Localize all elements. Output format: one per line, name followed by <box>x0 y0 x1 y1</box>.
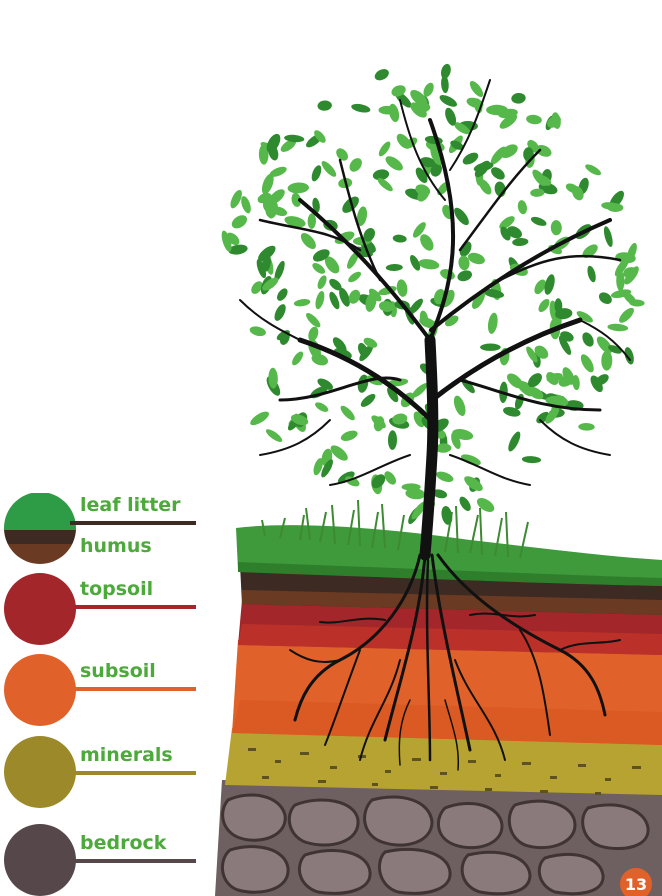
leaf <box>418 258 440 271</box>
page-number: 13 <box>625 875 647 894</box>
leaf <box>438 93 459 109</box>
leaf <box>334 146 351 163</box>
leaf <box>486 105 508 115</box>
leaf <box>392 234 407 243</box>
minerals-swatch <box>4 736 76 808</box>
leaf <box>346 270 362 284</box>
leaf <box>536 297 551 314</box>
leaf <box>487 312 499 335</box>
leaf <box>511 92 526 104</box>
leaf <box>351 102 372 114</box>
leaf <box>229 213 249 232</box>
leaf <box>417 232 436 253</box>
leaf <box>386 264 403 272</box>
leaf <box>480 344 501 351</box>
leaf <box>311 261 327 276</box>
leaf <box>461 150 481 167</box>
leaf <box>439 63 452 80</box>
leaf <box>287 182 309 194</box>
leaf <box>457 495 473 513</box>
leaf <box>388 430 397 450</box>
leaf <box>248 409 271 428</box>
bedrock-label: bedrock <box>80 832 167 854</box>
leaf <box>617 305 637 325</box>
leaf <box>290 350 305 367</box>
leaf <box>475 495 497 515</box>
subsoil-swatch <box>4 654 76 726</box>
leaf <box>623 346 636 365</box>
legend: leaf litter humus topsoil subsoil minera… <box>4 492 196 896</box>
leaf <box>551 220 563 236</box>
leaf <box>275 286 290 302</box>
leaf <box>239 195 253 215</box>
leaf <box>440 505 454 526</box>
leaf <box>530 215 548 228</box>
leaf <box>377 140 393 158</box>
leaf-litter-humus-swatch <box>4 492 76 564</box>
leaf <box>272 302 288 322</box>
leaf <box>435 470 455 485</box>
leaf <box>359 392 378 410</box>
leaf <box>602 225 614 247</box>
leaf <box>517 199 529 215</box>
humus-label: humus <box>80 535 152 557</box>
leaf <box>307 213 316 229</box>
leaf <box>298 230 318 251</box>
leaf <box>307 325 320 342</box>
leaf <box>347 156 364 174</box>
leaf <box>316 274 329 290</box>
leaf <box>512 237 529 246</box>
leaf <box>339 429 359 443</box>
leaf <box>586 265 598 283</box>
minerals-label: minerals <box>80 744 173 766</box>
leaf <box>607 323 628 332</box>
leaf <box>526 114 543 125</box>
leaf <box>597 290 614 306</box>
topsoil-swatch <box>4 573 76 645</box>
leaf <box>402 483 421 490</box>
leaf <box>601 351 612 371</box>
leaf <box>580 330 596 348</box>
leaf <box>319 159 338 179</box>
leaf <box>578 352 596 374</box>
leaf <box>578 423 595 431</box>
leaf <box>264 427 284 444</box>
subsoil-label: subsoil <box>80 660 156 682</box>
leaf <box>522 456 542 464</box>
leaf <box>304 311 323 330</box>
leaf <box>467 79 485 99</box>
leaf <box>452 394 468 417</box>
leaf <box>249 325 267 338</box>
soil-block <box>215 525 662 896</box>
bedrock-swatch <box>4 824 76 896</box>
leaf <box>338 404 357 423</box>
leaf <box>293 298 310 307</box>
topsoil-label: topsoil <box>80 578 153 600</box>
leaf <box>396 279 409 298</box>
leaf <box>506 430 523 453</box>
leaf <box>310 164 324 183</box>
leaf <box>387 103 401 123</box>
leaf <box>317 100 332 111</box>
leaf <box>456 269 474 284</box>
leaf <box>584 162 603 177</box>
leaf-litter-label: leaf litter <box>80 494 181 516</box>
leaf <box>373 67 391 83</box>
leaf <box>314 400 330 413</box>
leaf <box>314 290 326 310</box>
